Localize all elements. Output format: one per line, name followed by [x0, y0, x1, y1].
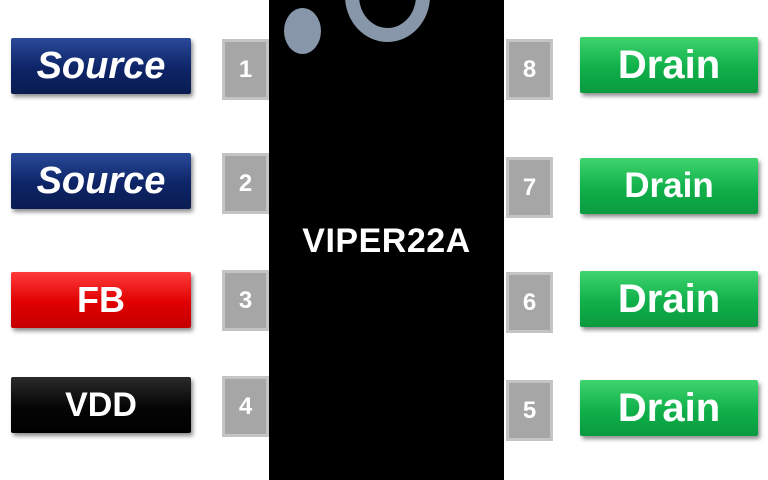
pin-4-label: VDD — [11, 377, 191, 433]
pin-7: 7 — [506, 157, 553, 218]
pin-6: 6 — [506, 272, 553, 333]
pin-1: 1 — [222, 39, 269, 100]
pin-5: 5 — [506, 380, 553, 441]
pin-1-label: Source — [11, 38, 191, 94]
ic-package-body: VIPER22A — [269, 0, 504, 480]
pin-5-label: Drain — [580, 380, 758, 436]
pin-8-label: Drain — [580, 37, 758, 93]
pin-2: 2 — [222, 153, 269, 214]
pin-2-label: Source — [11, 153, 191, 209]
pin-4: 4 — [222, 376, 269, 437]
chip-name: VIPER22A — [302, 222, 471, 260]
pin-3: 3 — [222, 270, 269, 331]
pin-8: 8 — [506, 39, 553, 100]
package-notch — [345, 0, 430, 42]
pin-7-label: Drain — [580, 158, 758, 214]
pin-6-label: Drain — [580, 271, 758, 327]
pin-3-label: FB — [11, 272, 191, 328]
pin1-indicator-dot — [284, 8, 321, 54]
